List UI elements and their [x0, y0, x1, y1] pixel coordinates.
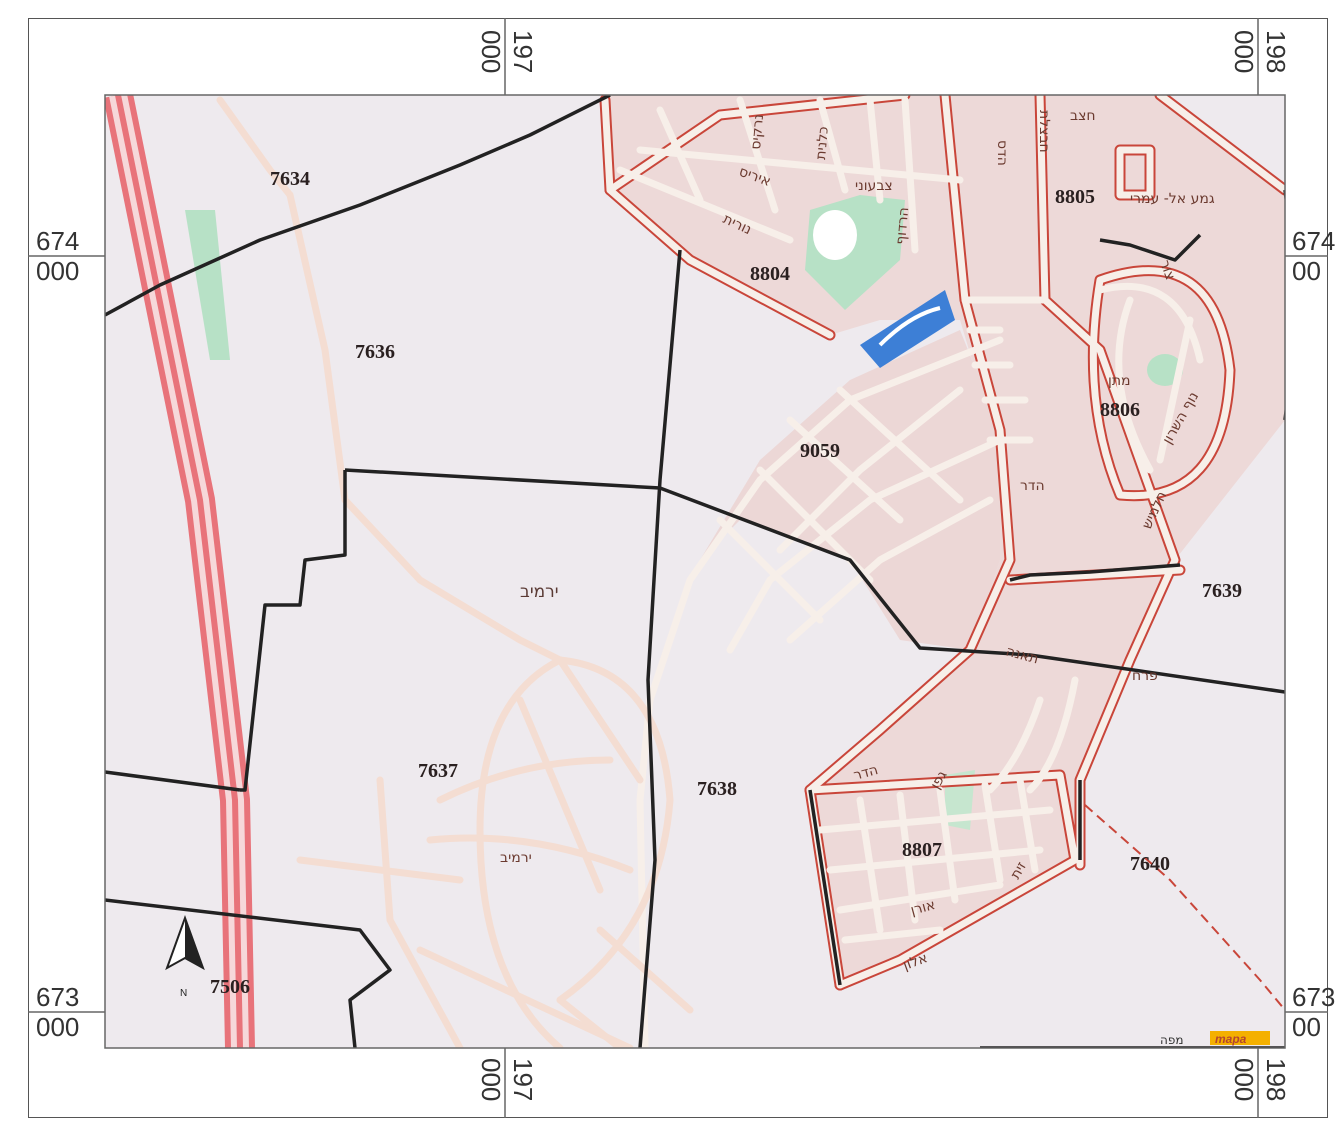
street-matan: מתן: [1108, 373, 1131, 389]
street-hadar-2: הדר: [852, 762, 880, 784]
street-hatzav: חצב: [1070, 108, 1096, 124]
parcel-7639: 7639: [1202, 580, 1242, 602]
street-harduf: הרדוף: [893, 207, 912, 246]
map-neatline: [104, 94, 1286, 1049]
parcel-8806: 8806: [1100, 399, 1140, 421]
parcel-7638: 7638: [697, 778, 737, 800]
grid-label-674-right-sub: 00: [1292, 256, 1321, 286]
street-tzivoni: צבעוני: [855, 178, 893, 194]
street-hadas: הדס: [994, 140, 1010, 166]
grid-label-674-right: 674: [1292, 226, 1335, 256]
parcel-8807: 8807: [902, 839, 942, 861]
grid-label-198-bottom: 198000: [1229, 1058, 1291, 1101]
parcel-7637: 7637: [418, 760, 458, 782]
parcel-8804: 8804: [750, 263, 790, 285]
block-boundaries: [105, 95, 1285, 1048]
north-label: N: [180, 988, 187, 999]
highway: [105, 95, 255, 1048]
logo-text: mapa: [1215, 1032, 1247, 1046]
street-yarmiv-2: ירמיב: [500, 850, 532, 866]
grid-label-674-left: 674: [36, 226, 79, 256]
grid-label-197-bottom: 197000: [476, 1058, 538, 1101]
mapa-logo: mapa מפה: [1160, 1031, 1270, 1047]
urban-area-north-east: [605, 95, 1285, 985]
grid-label-673-left: 673: [36, 982, 79, 1012]
street-narkis: נרקיס: [748, 113, 767, 150]
grid-label-198-top: 198000: [1229, 30, 1291, 73]
water-highlight: [878, 306, 941, 347]
street-oren: אורן: [909, 897, 937, 919]
grid-ticks: [28, 18, 1328, 1118]
street-hadar-1: הדר: [1020, 478, 1045, 494]
parcel-7636: 7636: [355, 341, 395, 363]
parcel-9059: 9059: [800, 440, 840, 462]
street-perach: פרח: [1132, 668, 1158, 684]
grid-labels: 197000 198000 197000 198000 674 000 674 …: [36, 30, 1335, 1101]
parcel-8805: 8805: [1055, 186, 1095, 208]
street-labels: ירמיב ירמיב איריס נרקיס כלנית צבעוני הרד…: [500, 108, 1215, 974]
parcel-7640: 7640: [1130, 853, 1170, 875]
grid-label-674-left-sub: 000: [36, 256, 79, 286]
street-yarmiv-1: ירמיב: [520, 582, 559, 602]
street-gamal: גמע אל- עמרי: [1130, 191, 1215, 207]
street-zayit: זית: [1008, 859, 1031, 882]
street-havatzelet: חבצלת: [1036, 110, 1052, 153]
park-west: [185, 210, 230, 360]
grid-label-197-top: 197000: [476, 30, 538, 73]
municipal-boundary: [1084, 804, 1285, 1011]
grid-label-673-left-sub: 000: [36, 1012, 79, 1042]
urban-area-centre: [700, 330, 1000, 650]
minor-roads: [216, 96, 694, 1048]
parcel-7506: 7506: [210, 976, 250, 998]
street-kalanit: כלנית: [813, 126, 832, 161]
parcel-labels: 7634 7636 9059 8804 8805 8806 7639 7637 …: [210, 168, 1242, 998]
grid-label-673-right-sub: 00: [1292, 1012, 1321, 1042]
grid-label-673-right: 673: [1292, 982, 1335, 1012]
street-tzur: צור: [1156, 258, 1178, 282]
logo-hebrew-icon: מפה: [1160, 1033, 1183, 1047]
north-arrow-icon: N: [165, 915, 205, 999]
parcel-7634: 7634: [270, 168, 310, 190]
park-clearing: [813, 210, 857, 260]
